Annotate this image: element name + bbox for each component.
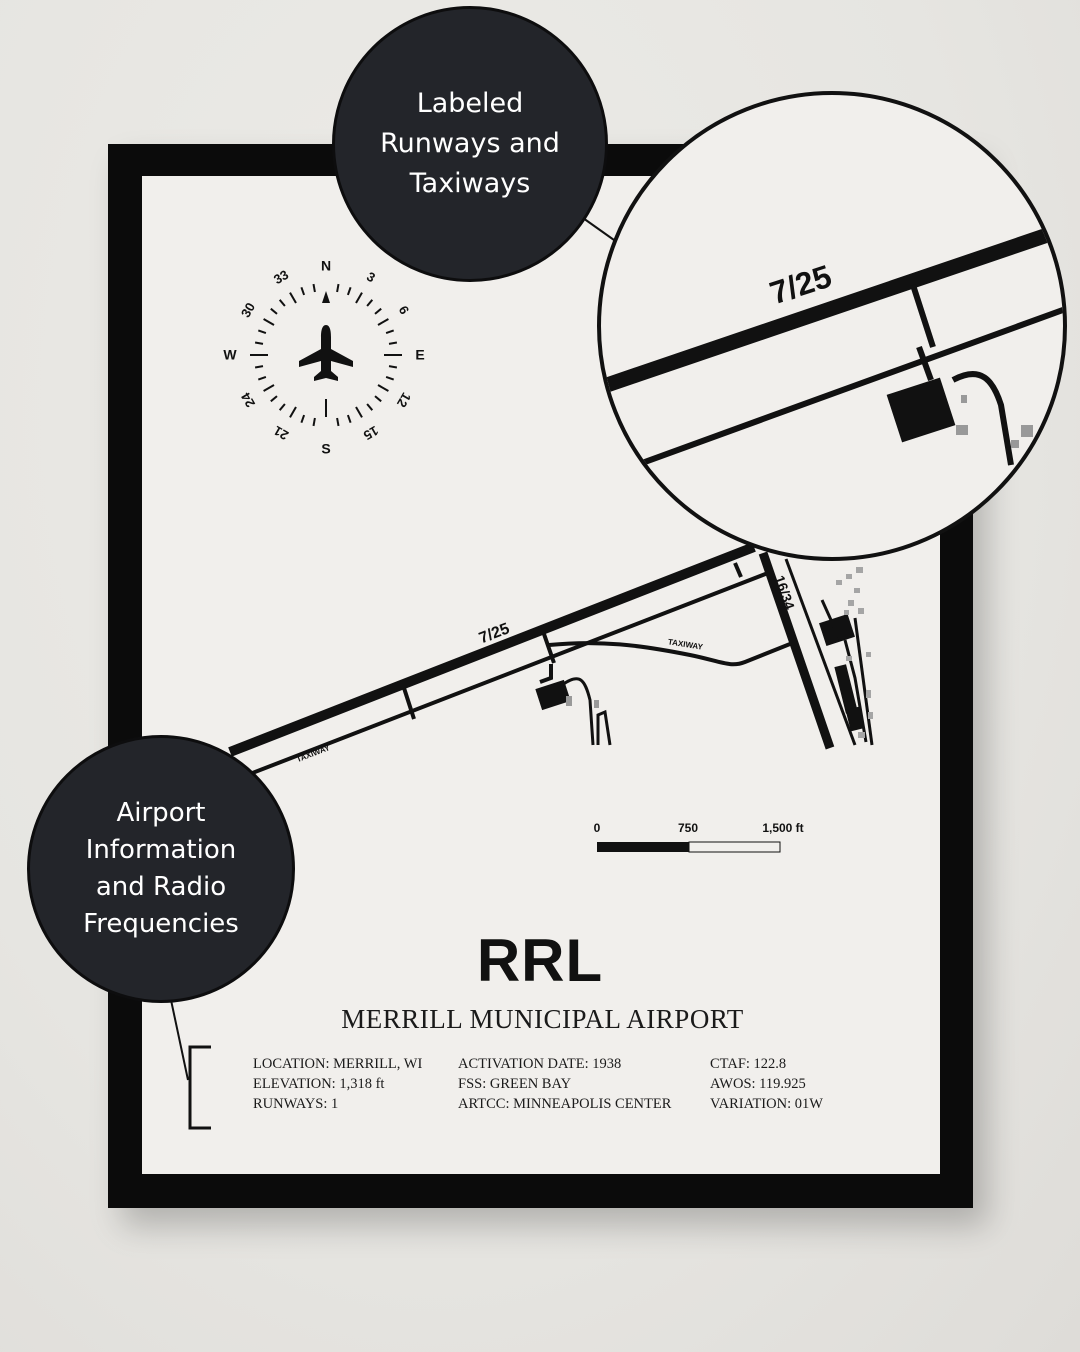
compass-tick bbox=[263, 384, 275, 392]
info-artcc: ARTCC: MINNEAPOLIS CENTER bbox=[458, 1096, 672, 1112]
compass-tick bbox=[355, 292, 363, 304]
info-column-1: LOCATION: MERRILL, WI ELEVATION: 1,318 f… bbox=[253, 1054, 422, 1114]
compass-e: E bbox=[415, 347, 424, 363]
compass-tick bbox=[346, 414, 352, 424]
compass-tick bbox=[374, 395, 382, 403]
info-location: LOCATION: MERRILL, WI bbox=[253, 1056, 423, 1072]
info-activation-date: ACTIVATION DATE: 1938 bbox=[458, 1056, 622, 1072]
compass-tick bbox=[270, 307, 278, 315]
airplane-icon bbox=[299, 325, 353, 381]
compass-6: 6 bbox=[396, 303, 413, 317]
callout-pointer-left bbox=[170, 999, 189, 1081]
info-column-2: ACTIVATION DATE: 1938 FSS: GREEN BAY ART… bbox=[458, 1054, 671, 1114]
scale-bar: 0 750 1,500 ft bbox=[594, 821, 804, 853]
callout-top-line-3: Taxiways bbox=[409, 168, 531, 199]
callout-runways-taxiways: Labeled Runways and Taxiways bbox=[332, 6, 608, 282]
airport-name: MERRILL MUNICIPAL AIRPORT bbox=[341, 1004, 744, 1034]
scale-tick-0: 0 bbox=[594, 821, 601, 835]
info-bracket bbox=[188, 1045, 211, 1130]
compass-tick bbox=[366, 403, 374, 411]
compass-tick bbox=[366, 299, 374, 307]
runway-7-25 bbox=[228, 542, 756, 757]
callout-top-line-1: Labeled bbox=[416, 88, 524, 119]
info-column-3: CTAF: 122.8 AWOS: 119.925 VARIATION: 01W bbox=[710, 1054, 823, 1114]
compass-tick bbox=[254, 341, 264, 345]
compass-15: 15 bbox=[361, 423, 381, 443]
compass-21: 21 bbox=[271, 423, 291, 443]
callout-top-line-2: Runways and bbox=[380, 128, 560, 159]
taxiway-label-west: TAXIWAY bbox=[295, 743, 332, 764]
compass-tick bbox=[346, 286, 352, 296]
compass-12: 12 bbox=[394, 390, 414, 410]
callout-pointer-top bbox=[582, 217, 615, 241]
compass-24: 24 bbox=[238, 389, 259, 410]
callout-left-line-4: Frequencies bbox=[83, 909, 239, 939]
compass-rose: N E S W 3 6 12 15 21 24 30 33 bbox=[223, 258, 424, 457]
compass-33: 33 bbox=[271, 267, 291, 287]
info-runways: RUNWAYS: 1 bbox=[253, 1096, 339, 1112]
compass-tick bbox=[355, 406, 363, 418]
parallel-taxiway bbox=[236, 562, 791, 781]
compass-tick bbox=[270, 395, 278, 403]
compass-tick bbox=[300, 286, 306, 296]
compass-w: W bbox=[223, 347, 237, 363]
callout-left-line-2: Information bbox=[85, 835, 237, 865]
compass-tick bbox=[278, 299, 286, 307]
zoom-diagram: 7/25 bbox=[601, 221, 1063, 470]
compass-tick bbox=[254, 365, 264, 369]
scale-tick-750: 750 bbox=[678, 821, 698, 835]
compass-tick bbox=[289, 292, 297, 304]
compass-tick bbox=[388, 341, 398, 345]
info-ctaf: CTAF: 122.8 bbox=[710, 1056, 787, 1072]
airport-code: RRL bbox=[476, 927, 604, 994]
compass-3: 3 bbox=[364, 269, 378, 286]
taxiway-label-east: TAXIWAY bbox=[667, 637, 704, 651]
compass-tick bbox=[374, 307, 382, 315]
compass-tick bbox=[388, 365, 398, 369]
callout-left-line-3: and Radio bbox=[95, 872, 227, 902]
compass-tick bbox=[278, 403, 286, 411]
scale-tick-1500: 1,500 ft bbox=[762, 821, 803, 835]
callout-airport-information: Airport Information and Radio Frequencie… bbox=[27, 735, 295, 1003]
runway-16-34 bbox=[758, 551, 874, 750]
info-fss: FSS: GREEN BAY bbox=[458, 1076, 572, 1092]
compass-n: N bbox=[321, 258, 331, 274]
compass-tick bbox=[312, 283, 316, 293]
info-variation: VARIATION: 01W bbox=[710, 1096, 823, 1112]
compass-tick bbox=[336, 283, 340, 293]
compass-tick bbox=[312, 417, 316, 427]
compass-tick bbox=[300, 414, 306, 424]
compass-tick bbox=[385, 329, 395, 335]
info-elevation: ELEVATION: 1,318 ft bbox=[253, 1076, 385, 1092]
compass-tick bbox=[257, 329, 267, 335]
compass-tick bbox=[257, 375, 267, 381]
compass-tick bbox=[377, 318, 389, 326]
apron-buildings bbox=[535, 567, 873, 746]
compass-tick bbox=[377, 384, 389, 392]
compass-tick bbox=[263, 318, 275, 326]
runway-zoom-detail: 7/25 bbox=[597, 91, 1067, 561]
compass-tick bbox=[289, 406, 297, 418]
compass-tick bbox=[336, 417, 340, 427]
compass-s: S bbox=[321, 441, 330, 457]
compass-30: 30 bbox=[238, 300, 258, 320]
info-awos: AWOS: 119.925 bbox=[710, 1076, 806, 1092]
compass-tick bbox=[385, 375, 395, 381]
callout-left-line-1: Airport bbox=[116, 798, 206, 828]
